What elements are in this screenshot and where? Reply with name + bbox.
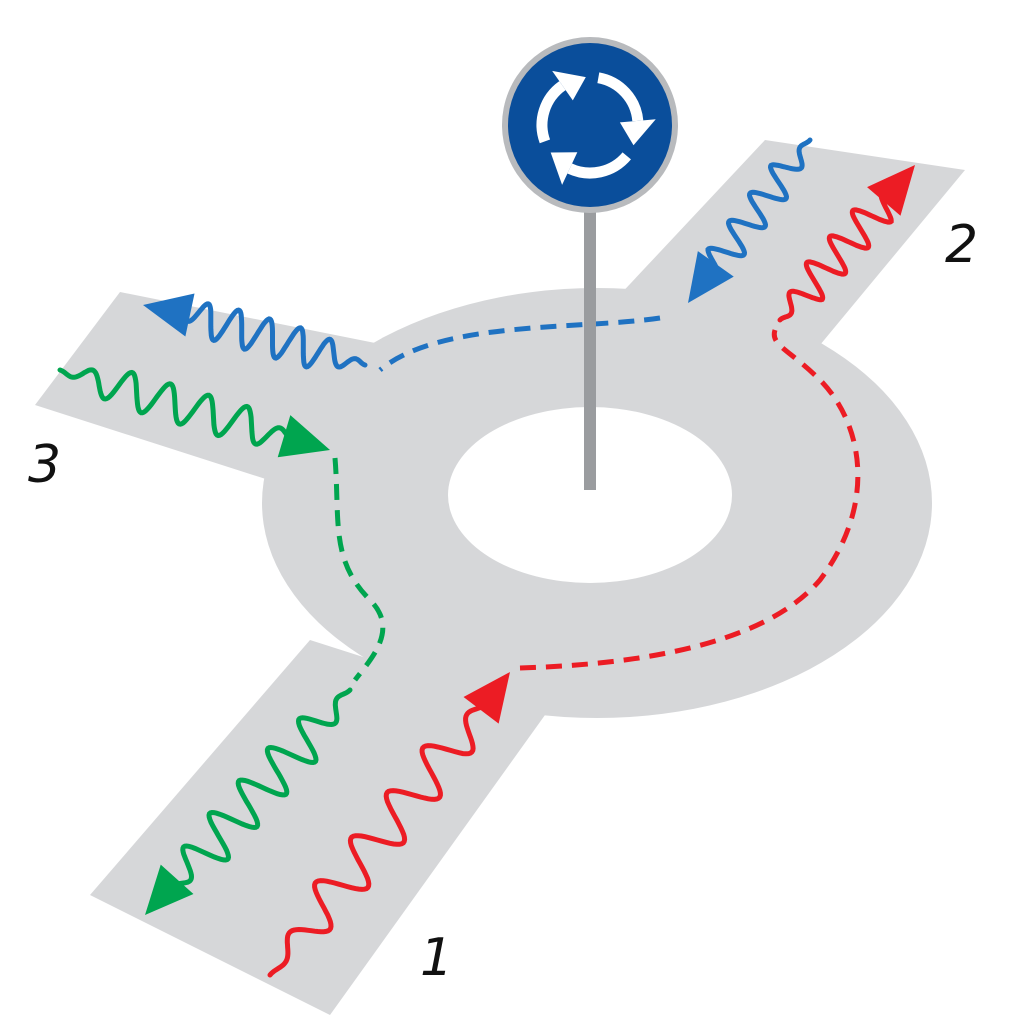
- roundabout-island: [448, 407, 732, 583]
- port-label-1: 1: [420, 928, 453, 988]
- red-arrow-head: [463, 672, 510, 724]
- circular-arrows-icon: [536, 70, 656, 185]
- sign-arc: [597, 72, 644, 122]
- green-arrow-head-2: [145, 864, 194, 915]
- red-arrow-head-2: [867, 165, 915, 216]
- blue-dashed-path: [378, 315, 661, 372]
- red-dashed-path: [519, 329, 861, 671]
- road-port-1: [90, 640, 545, 1015]
- green-arrow-head: [277, 415, 330, 458]
- red-wave-output: [777, 187, 898, 323]
- blue-wave-output: [177, 301, 368, 370]
- sign-arc: [567, 152, 631, 179]
- red-wave-input: [267, 702, 488, 978]
- green-dashed-path: [332, 457, 386, 682]
- green-wave-output: [172, 687, 353, 888]
- signal-paths: [57, 137, 915, 978]
- sign-arrowhead: [619, 119, 656, 146]
- green-wave-input: [57, 367, 293, 447]
- sign-arrowhead: [552, 70, 586, 101]
- sign-pole: [584, 200, 596, 490]
- blue-arrow-head-2: [143, 293, 195, 337]
- sign-arrowhead: [550, 152, 578, 185]
- port-label-3: 3: [28, 435, 61, 495]
- sign-face: [508, 43, 672, 207]
- roundabout-sign: [502, 37, 678, 490]
- blue-wave-input: [702, 137, 813, 283]
- blue-arrow-head: [688, 251, 734, 303]
- sign-arc: [536, 81, 566, 144]
- port-label-2: 2: [945, 215, 978, 275]
